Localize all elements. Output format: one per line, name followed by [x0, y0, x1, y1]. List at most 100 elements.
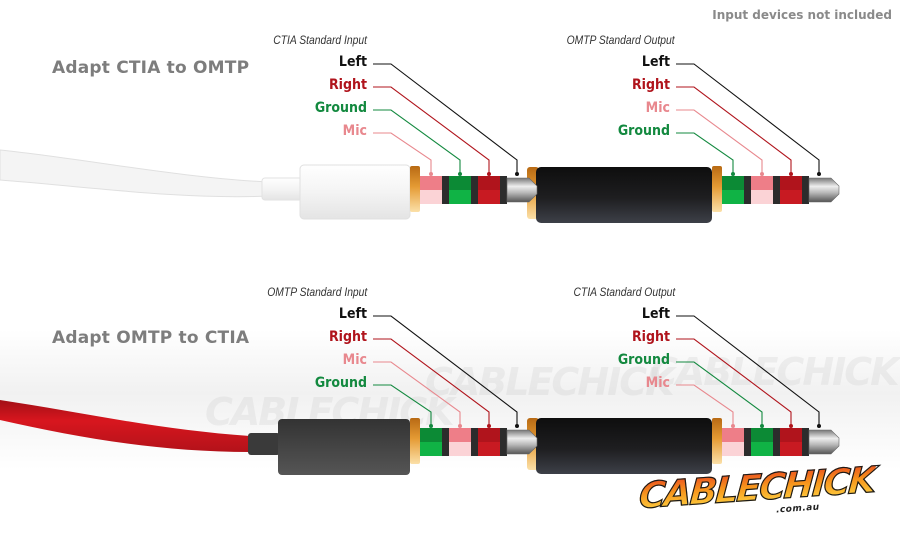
metal-tip	[808, 429, 840, 455]
white-cable-strain-relief	[261, 177, 303, 201]
gold-ring	[410, 418, 420, 464]
ground-band	[722, 176, 744, 190]
ground-band	[420, 428, 442, 442]
right-band	[478, 442, 500, 456]
ground-band	[449, 190, 471, 204]
leader-line-right	[373, 338, 490, 426]
pin-label-mic: Mic	[645, 375, 670, 391]
metal-tip	[506, 429, 538, 455]
leader-dot-ground	[458, 172, 462, 176]
mic-band	[420, 190, 442, 204]
gold-ring	[712, 418, 722, 464]
red-cable	[0, 400, 250, 452]
pin-label-right: Right	[631, 77, 670, 93]
insulator-ring	[500, 428, 507, 456]
white-plug-body	[299, 164, 411, 220]
cablechick-logo[interactable]: CABLECHICK .com.au	[637, 459, 876, 528]
pin-label-ground: Ground	[617, 352, 670, 368]
leader-dot-mic	[429, 172, 433, 176]
leader-dot-right	[487, 172, 491, 176]
pin-label-right: Right	[328, 77, 367, 93]
insulator-ring	[442, 176, 449, 204]
leader-line-right	[373, 86, 490, 174]
leader-line-left	[676, 315, 820, 426]
plug-output-1	[712, 166, 840, 212]
pin-label-ground: Ground	[314, 375, 367, 391]
plug-input-2	[410, 418, 538, 464]
leader-dot-mic	[731, 424, 735, 428]
mic-band	[420, 176, 442, 190]
standard-label-output-1: OMTP Standard Output	[566, 33, 675, 47]
logo-domain: .com.au	[775, 502, 821, 516]
leader-line-mic	[676, 384, 734, 426]
insulator-ring	[773, 176, 780, 204]
right-band	[478, 190, 500, 204]
insulator-ring	[773, 428, 780, 456]
grey-plug-body	[278, 419, 410, 475]
plug-input-1	[410, 166, 538, 212]
mic-band	[449, 442, 471, 456]
insulator-ring	[744, 176, 751, 204]
leader-dot-ground	[760, 424, 764, 428]
insulator-ring	[471, 176, 478, 204]
leader-line-ground	[373, 109, 461, 174]
leader-line-right	[676, 338, 792, 426]
leader-dot-left	[817, 424, 821, 428]
mic-band	[722, 428, 744, 442]
insulator-ring	[471, 428, 478, 456]
leader-dot-right	[789, 424, 793, 428]
leader-line-right	[676, 86, 792, 174]
pin-label-left: Left	[641, 54, 670, 70]
leader-line-ground	[373, 384, 432, 426]
leader-line-mic	[676, 109, 763, 174]
leader-dot-mic	[458, 424, 462, 428]
section-title-omtp-to-ctia: Adapt OMTP to CTIA	[52, 328, 250, 348]
standard-label-input-1: CTIA Standard Input	[273, 33, 367, 47]
leader-dot-right	[487, 424, 491, 428]
gold-ring	[712, 166, 722, 212]
leader-line-left	[676, 63, 820, 174]
leader-dot-ground	[429, 424, 433, 428]
ground-band	[751, 442, 773, 456]
pin-label-mic: Mic	[342, 352, 367, 368]
leader-dot-left	[515, 424, 519, 428]
standard-label-output-2: CTIA Standard Output	[573, 285, 675, 299]
section-title-ctia-to-omtp: Adapt CTIA to OMTP	[52, 58, 250, 78]
leader-dot-left	[817, 172, 821, 176]
insulator-ring	[500, 176, 507, 204]
pin-label-mic: Mic	[342, 123, 367, 139]
mic-band	[751, 190, 773, 204]
metal-tip	[506, 177, 538, 203]
leader-line-ground	[676, 132, 734, 174]
pin-label-left: Left	[641, 306, 670, 322]
ground-band	[420, 442, 442, 456]
leader-line-mic	[373, 132, 432, 174]
right-band	[780, 428, 802, 442]
white-cable	[0, 149, 301, 198]
leader-dot-mic	[760, 172, 764, 176]
plug-output-2	[712, 418, 840, 464]
logo-wordmark: CABLECHICK	[637, 459, 876, 518]
right-band	[780, 176, 802, 190]
leader-line-mic	[373, 361, 461, 426]
right-band	[478, 176, 500, 190]
pin-label-mic: Mic	[645, 100, 670, 116]
adapter-body-1	[536, 167, 712, 223]
right-band	[478, 428, 500, 442]
leader-dot-ground	[731, 172, 735, 176]
insulator-ring	[802, 176, 809, 204]
insulator-ring	[802, 428, 809, 456]
grey-strain-relief	[248, 433, 280, 455]
mic-band	[751, 176, 773, 190]
gold-ring	[410, 166, 420, 212]
right-band	[780, 442, 802, 456]
ground-band	[722, 190, 744, 204]
pin-label-left: Left	[338, 306, 367, 322]
ground-band	[449, 176, 471, 190]
leader-dot-right	[789, 172, 793, 176]
insulator-ring	[442, 428, 449, 456]
leader-line-left	[373, 315, 518, 426]
disclaimer-note: Input devices not included	[712, 8, 892, 22]
